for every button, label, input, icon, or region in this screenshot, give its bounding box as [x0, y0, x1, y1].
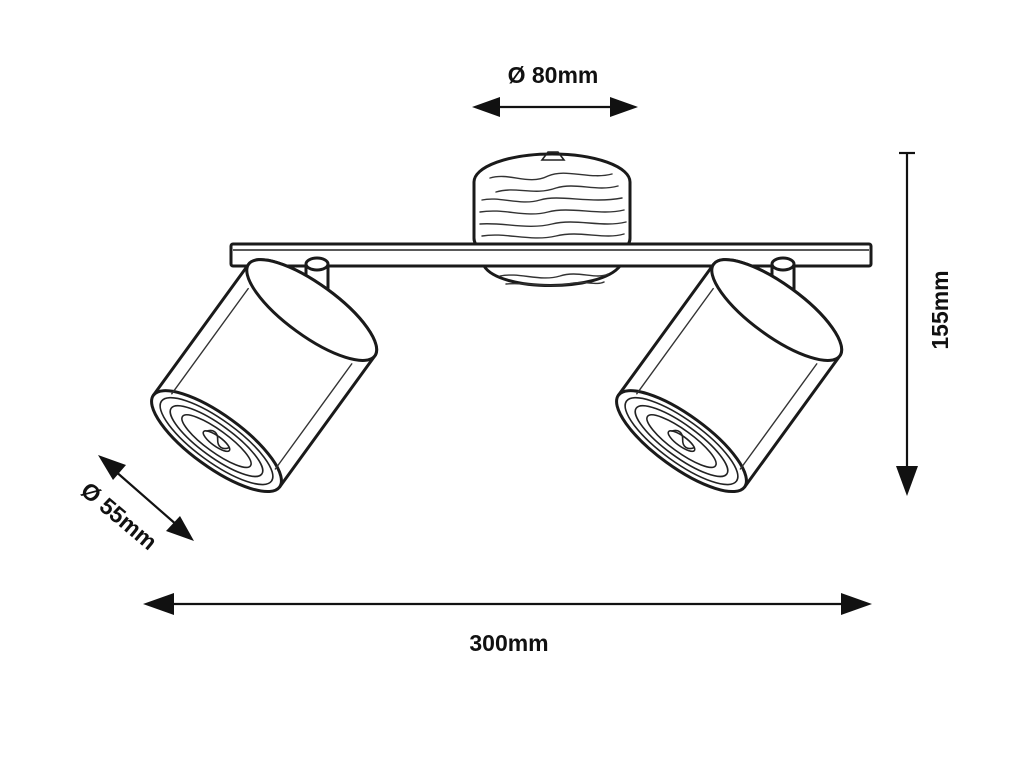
canopy-diameter-dimension: Ø 80mm: [472, 62, 638, 117]
spot-diameter-dimension: Ø 55mm: [76, 455, 194, 555]
width-dimension: 300mm: [143, 593, 872, 656]
right-spotlight: [615, 256, 844, 494]
left-spotlight: [150, 256, 379, 494]
height-label: 155mm: [927, 270, 953, 349]
height-dimension: 155mm: [896, 151, 953, 496]
canopy-diameter-label: Ø 80mm: [508, 62, 599, 88]
width-label: 300mm: [469, 630, 548, 656]
spot-diameter-label: Ø 55mm: [76, 477, 162, 555]
lamp-fixture: [150, 151, 873, 494]
